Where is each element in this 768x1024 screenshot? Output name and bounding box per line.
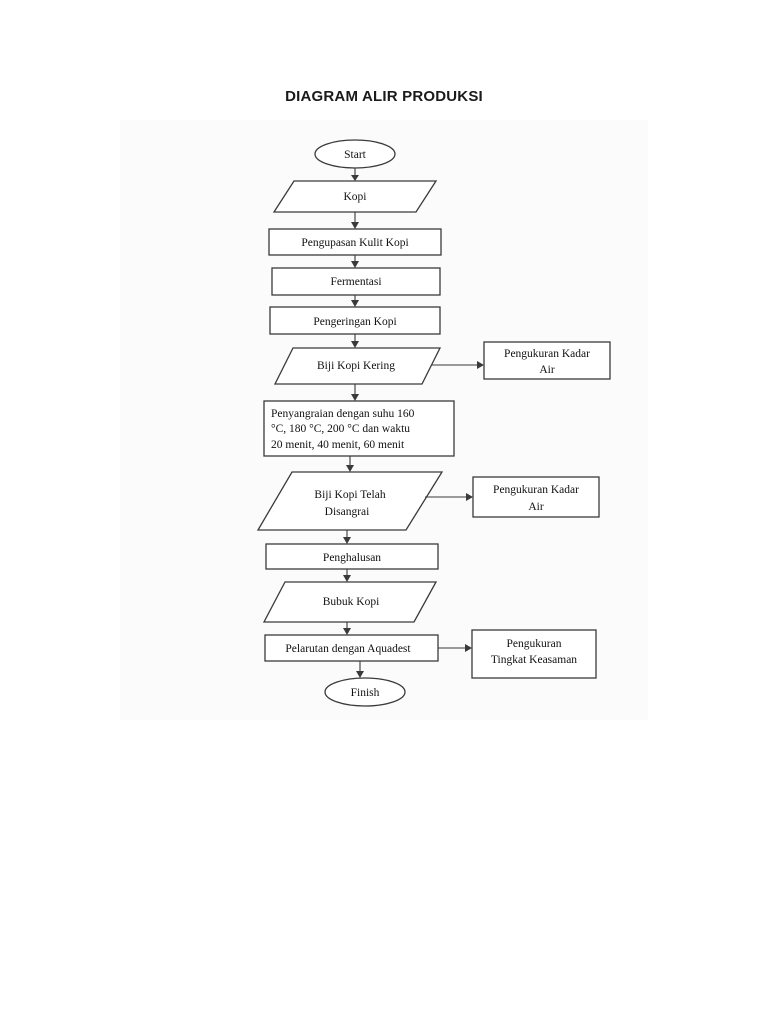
biji-disangrai-line2: Disangrai [325, 506, 370, 518]
fermentasi-label: Fermentasi [330, 276, 381, 288]
penyangraian-line3: 20 menit, 40 menit, 60 menit [271, 439, 405, 451]
penghalusan-process: Penghalusan [265, 543, 439, 570]
page-title: DIAGRAM ALIR PRODUKSI [285, 88, 483, 105]
kopi-label: Kopi [344, 191, 367, 203]
pengeringan-process: Pengeringan Kopi [269, 306, 441, 335]
pelarutan-process: Pelarutan dengan Aquadest [264, 634, 439, 662]
biji-kering-label: Biji Kopi Kering [317, 360, 395, 372]
penyangraian-process: Penyangraian dengan suhu 160 °C, 180 °C,… [263, 400, 455, 457]
keasaman-line1: Pengukuran [507, 638, 562, 650]
fermentasi-process: Fermentasi [271, 267, 441, 296]
pelarutan-label: Pelarutan dengan Aquadest [285, 643, 411, 655]
pengupasan-label: Pengupasan Kulit Kopi [301, 237, 408, 249]
biji-kering-data: Biji Kopi Kering [273, 347, 442, 385]
kadar-air-1-line1: Pengukuran Kadar [504, 348, 590, 360]
finish-label: Finish [351, 687, 380, 699]
start-label: Start [344, 149, 367, 161]
kadar-air-1-process: Pengukuran Kadar Air [483, 341, 611, 380]
bubuk-kopi-label: Bubuk Kopi [323, 596, 380, 608]
penyangraian-line2: °C, 180 °C, 200 °C dan waktu [271, 423, 410, 435]
side-arrows [425, 361, 484, 652]
pengeringan-label: Pengeringan Kopi [313, 316, 396, 328]
kadar-air-1-line2: Air [539, 364, 555, 376]
finish-terminal: Finish [324, 677, 406, 707]
keasaman-process: Pengukuran Tingkat Keasaman [471, 629, 597, 679]
biji-disangrai-line1: Biji Kopi Telah [314, 489, 385, 501]
bubuk-kopi-data: Bubuk Kopi [262, 581, 438, 623]
penyangraian-line1: Penyangraian dengan suhu 160 [271, 408, 415, 420]
kopi-input: Kopi [272, 180, 438, 213]
kadar-air-2-process: Pengukuran Kadar Air [472, 476, 600, 518]
flow-arrows [343, 168, 364, 678]
pengupasan-process: Pengupasan Kulit Kopi [268, 228, 442, 256]
keasaman-line2: Tingkat Keasaman [491, 654, 577, 666]
biji-disangrai-data: Biji Kopi Telah Disangrai [256, 471, 444, 531]
flowchart-canvas: Start Kopi Pengupasan Kulit Kopi Ferment… [256, 139, 611, 707]
kadar-air-2-line2: Air [528, 501, 544, 513]
flowchart: Start Kopi Pengupasan Kulit Kopi Ferment… [120, 120, 648, 720]
kadar-air-2-line1: Pengukuran Kadar [493, 484, 579, 496]
penghalusan-label: Penghalusan [323, 552, 381, 564]
start-terminal: Start [314, 139, 396, 169]
